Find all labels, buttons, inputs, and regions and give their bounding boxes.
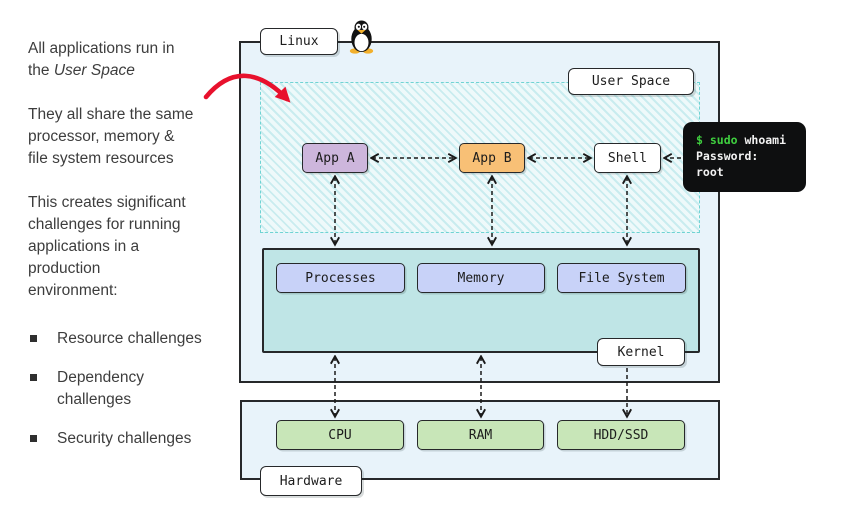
user-space-label: User Space [591,74,671,89]
shell-label: Shell [607,150,648,166]
challenges-list: Resource challenges Dependency challenge… [28,328,210,450]
note-paragraph-2: They all share the same processor, memor… [28,106,194,167]
hardware-label: Hardware [279,473,343,489]
terminal-prompt: $ sudo [696,133,738,147]
square-bullet-icon [30,335,37,342]
ram-box: RAM [417,420,544,450]
square-bullet-icon [30,435,37,442]
tux-penguin-icon [349,20,374,54]
notes-panel: All applications run in the User Space T… [28,38,210,467]
processes-box: Processes [276,263,405,293]
linux-label-tag: Linux [260,28,338,55]
app-a-box: App A [302,143,368,173]
app-a-label: App A [315,150,355,166]
list-item-label: Resource challenges [57,330,202,347]
square-bullet-icon [30,374,37,381]
list-item-label: Dependency challenges [57,369,145,408]
memory-box: Memory [417,263,545,293]
note-paragraph-1-text: All applications run in the [28,40,175,79]
cpu-label: CPU [328,427,352,443]
kernel-label-tag: Kernel [597,338,685,366]
list-item-label: Security challenges [57,430,192,447]
hdd-ssd-box: HDD/SSD [557,420,685,450]
cpu-box: CPU [276,420,404,450]
file-system-box: File System [557,263,686,293]
hardware-label-tag: Hardware [260,466,362,496]
processes-label: Processes [305,270,376,286]
linux-label: Linux [279,34,319,49]
shell-box: Shell [594,143,661,173]
kernel-label: Kernel [617,344,665,360]
terminal-command: whoami [737,133,787,147]
terminal-line-3: root [696,165,724,179]
note-paragraph-3: This creates significant challenges for … [28,194,186,299]
terminal-line-2: Password: [696,149,759,163]
file-system-label: File System [578,270,665,286]
ram-label: RAM [468,427,493,443]
terminal-popup: $ sudo whoami Password: root [683,122,806,192]
app-b-label: App B [472,150,512,166]
note-paragraph-1: All applications run in the User Space [28,38,210,82]
memory-label: Memory [457,270,505,286]
terminal-line-1: $ sudo whoami [696,132,806,148]
app-b-box: App B [459,143,525,173]
list-item: Dependency challenges [28,367,210,411]
user-space-label-tag: User Space [568,68,694,95]
list-item: Security challenges [28,428,210,450]
list-item: Resource challenges [28,328,210,350]
hdd-ssd-label: HDD/SSD [593,427,649,443]
note-paragraph-1-italic: User Space [53,62,135,79]
